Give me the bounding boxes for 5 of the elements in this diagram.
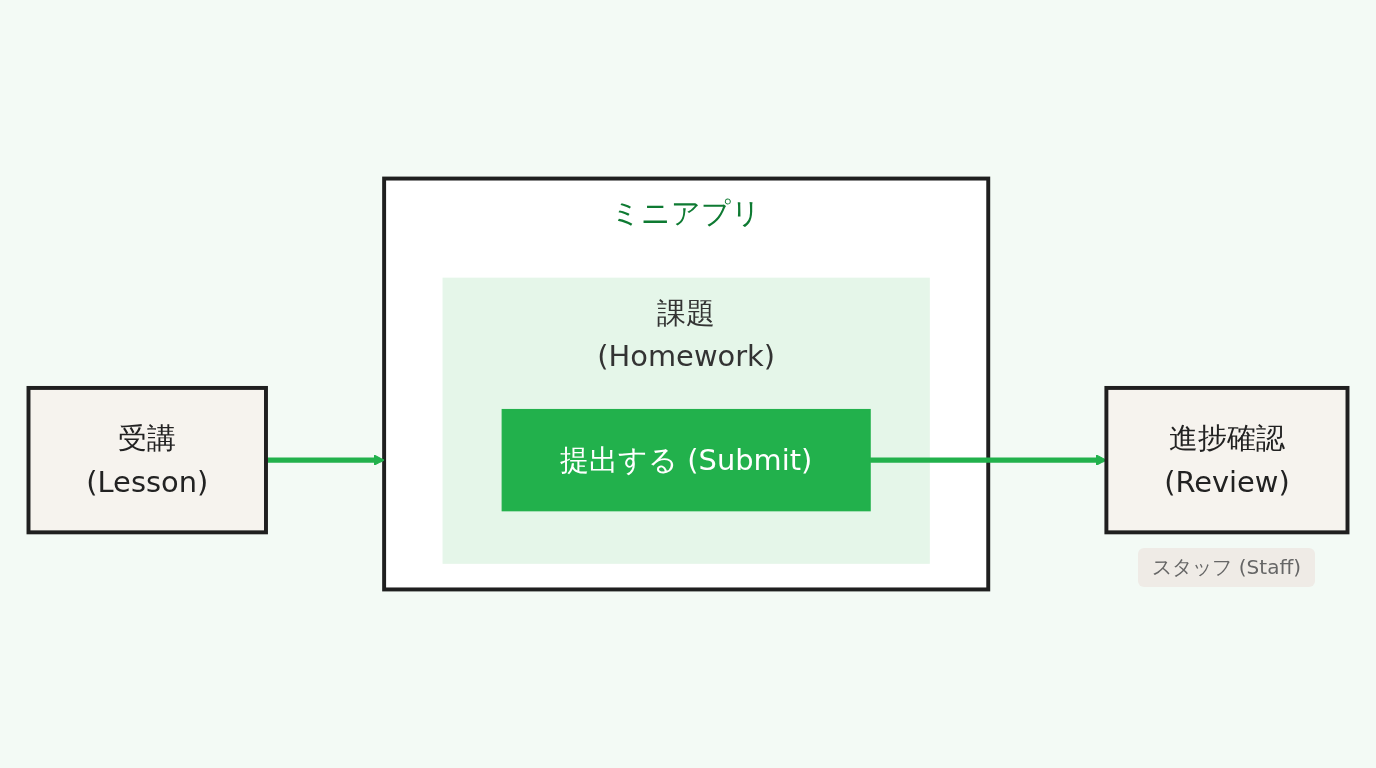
- node-box: 受講 (Lesson): [26, 385, 268, 535]
- node-box: 進捗確認 (Review): [1104, 385, 1350, 535]
- arrow: [266, 454, 385, 466]
- node-box: 提出する (Submit): [501, 408, 871, 512]
- staff-tag: スタッフ (Staff): [1138, 548, 1315, 588]
